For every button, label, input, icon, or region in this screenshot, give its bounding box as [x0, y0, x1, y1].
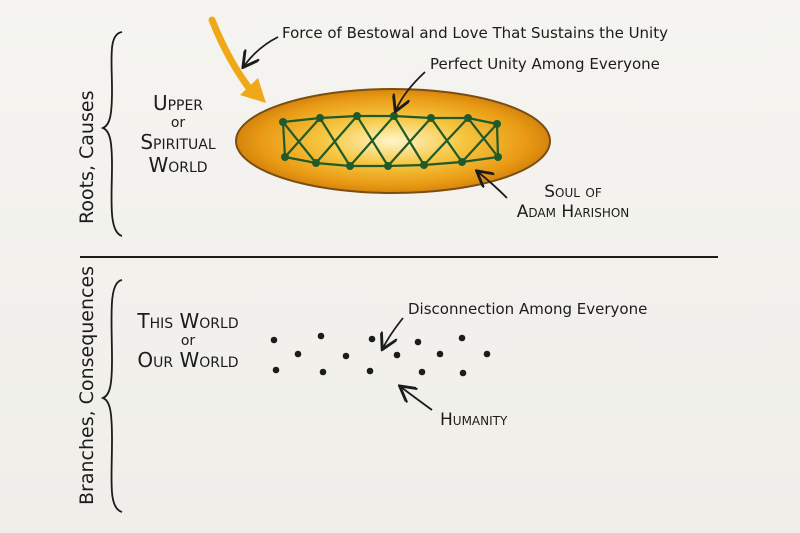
unity-node	[427, 114, 435, 122]
unity-node	[279, 118, 287, 126]
person-dot	[270, 336, 278, 344]
branches-consequences-label: Branches, Consequences	[76, 265, 98, 505]
lower-world-line1: This World	[137, 309, 239, 333]
soul-callout-line1: Soul of	[544, 182, 602, 202]
force-callout: Force of Bestowal and Love That Sustains…	[282, 24, 668, 42]
upper-world-or: or	[170, 115, 186, 131]
force-arrowhead	[240, 78, 266, 103]
force-pointer-arrow	[244, 36, 279, 66]
soul-callout: Soul of Adam Harishon	[478, 182, 668, 223]
unity-node	[316, 114, 324, 122]
unity-node	[346, 162, 354, 170]
disconnection-callout: Disconnection Among Everyone	[408, 300, 648, 318]
lower-world-line2: Our World	[137, 348, 239, 373]
unity-node	[420, 161, 428, 169]
force-arrow	[208, 16, 256, 96]
humanity-pointer-arrow	[401, 387, 433, 411]
soul-pointer-arrow	[478, 172, 508, 199]
person-dot	[414, 338, 422, 346]
unity-pointer-arrow	[396, 71, 426, 110]
unity-node	[464, 114, 472, 122]
person-dot	[458, 334, 466, 342]
person-dot	[418, 368, 426, 376]
person-dot	[393, 351, 401, 359]
unity-node	[281, 153, 289, 161]
humanity-callout: Humanity	[440, 410, 508, 430]
unity-node	[390, 112, 398, 120]
person-dot	[436, 350, 444, 358]
unity-node	[494, 153, 502, 161]
person-dot	[319, 368, 327, 376]
person-dot	[317, 332, 325, 340]
upper-world-line2: Spiritual	[140, 130, 216, 155]
lower-world-label: This World or Our World	[118, 310, 258, 372]
person-dot	[272, 366, 280, 374]
unity-node	[458, 158, 466, 166]
soul-ellipse	[235, 88, 551, 194]
roots-causes-label: Roots, Causes	[76, 90, 98, 224]
unity-node	[312, 159, 320, 167]
upper-world-line1: Upper	[152, 91, 204, 115]
soul-callout-line2: Adam Harishon	[516, 202, 630, 223]
unity-node	[384, 162, 392, 170]
person-dot	[342, 352, 350, 360]
unity-node	[353, 112, 361, 120]
unity-callout: Perfect Unity Among Everyone	[430, 55, 660, 73]
lower-world-or: or	[180, 333, 196, 349]
person-dot	[294, 350, 302, 358]
upper-world-line3: World	[148, 153, 208, 178]
person-dot	[459, 369, 467, 377]
person-dot	[366, 367, 374, 375]
person-dot	[368, 335, 376, 343]
unity-node	[493, 120, 501, 128]
disconnection-pointer-arrow	[383, 317, 404, 348]
unity-nodes	[279, 112, 502, 170]
humanity-dots	[270, 332, 491, 377]
upper-brace	[100, 31, 123, 237]
upper-world-label: Upper or Spiritual World	[128, 92, 228, 177]
person-dot	[483, 350, 491, 358]
lower-brace	[100, 279, 123, 513]
